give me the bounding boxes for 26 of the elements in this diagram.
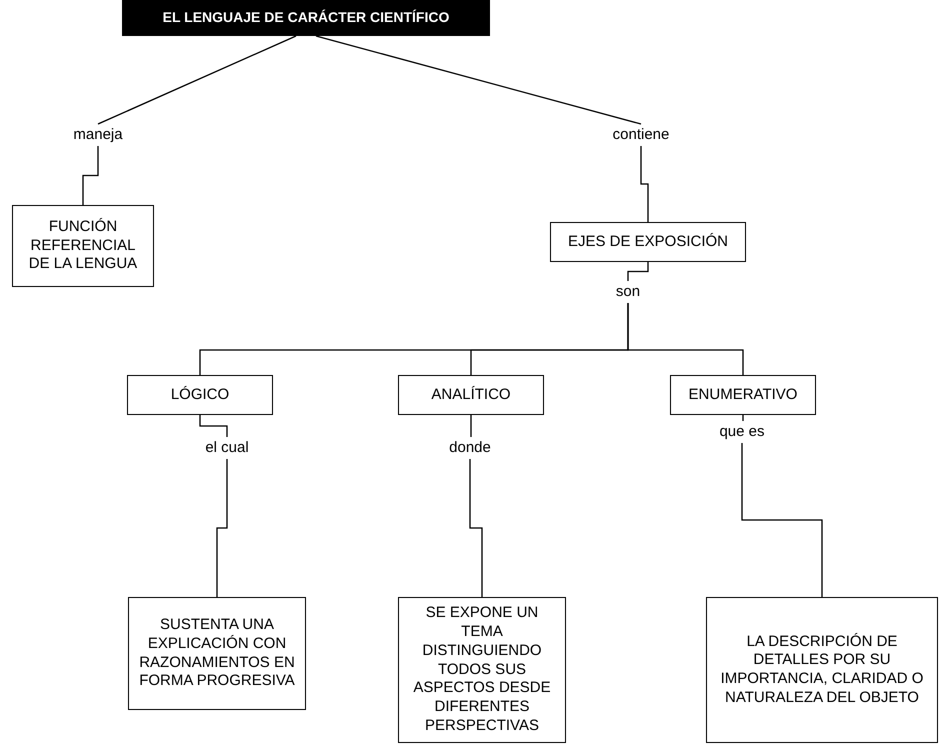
linking-word: son (608, 281, 648, 303)
connector-line (640, 146, 649, 222)
concept-box: ANALÍTICO (398, 375, 544, 415)
concept-box: LÓGICO (127, 375, 273, 415)
title-banner: EL LENGUAJE DE CARÁCTER CIENTÍFICO (122, 0, 490, 36)
linking-word: donde (438, 437, 502, 459)
connector-line (316, 35, 642, 125)
connector-line (216, 459, 228, 597)
connector-line (741, 443, 823, 597)
concept-box: ENUMERATIVO (670, 375, 816, 415)
concept-box: SUSTENTA UNA EXPLICACIÓN CON RAZONAMIENTOS EN FORMA PROGRESIVA (128, 597, 306, 710)
connector-line (199, 415, 228, 437)
linking-word: contiene (598, 124, 684, 146)
connector-line (82, 146, 99, 205)
connector-line (470, 415, 472, 437)
concept-box: EJES DE EXPOSICIÓN (550, 222, 746, 262)
concept-box: LA DESCRIPCIÓN DE DETALLES POR SU IMPORTANCIA, CLARIDAD O NATURALEZA DEL OBJETO (706, 597, 938, 743)
connector-line (627, 303, 744, 375)
connector-line (469, 459, 483, 597)
linking-word: que es (710, 421, 774, 443)
concept-box: FUNCIÓN REFERENCIAL DE LA LENGUA (12, 205, 154, 287)
concept-box: SE EXPONE UN TEMA DISTINGUIENDO TODOS SUS ASPECTOS DESDE DIFERENTES PERSPECTIVAS (398, 597, 566, 743)
connector-line (627, 262, 649, 281)
connector-line (98, 35, 296, 125)
linking-word: el cual (193, 437, 261, 459)
linking-word: maneja (62, 124, 134, 146)
